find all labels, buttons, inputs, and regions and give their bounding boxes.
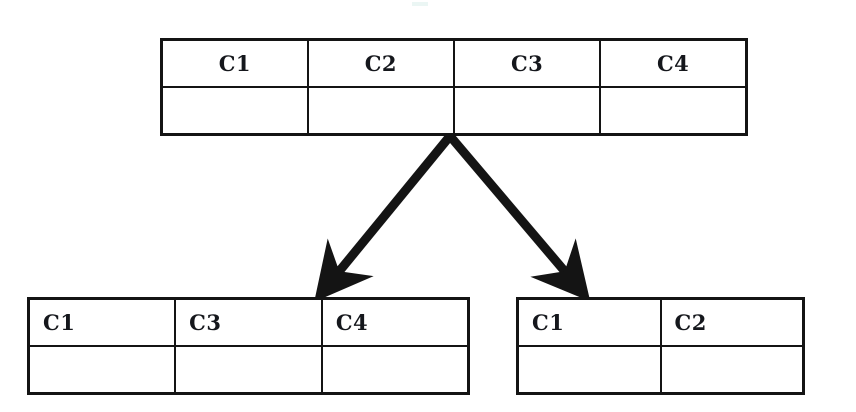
column-header-c3: C3 xyxy=(174,297,323,347)
column-header-c2: C2 xyxy=(306,38,456,88)
data-cell xyxy=(599,86,748,136)
data-cell xyxy=(452,86,602,136)
column-header-c4: C4 xyxy=(320,297,470,347)
data-cell xyxy=(27,345,177,395)
data-cell xyxy=(160,86,309,136)
table-row: C1 C3 C4 xyxy=(27,297,470,347)
table-row xyxy=(516,345,805,395)
table-row xyxy=(160,86,748,136)
column-header-c1: C1 xyxy=(27,297,177,347)
column-header-c1: C1 xyxy=(160,38,309,88)
table-row: C1 C2 xyxy=(516,297,805,347)
scan-artifact xyxy=(412,2,428,6)
column-header-c2: C2 xyxy=(659,297,805,347)
table-row: C1 C2 C3 C4 xyxy=(160,38,748,88)
data-cell xyxy=(659,345,805,395)
data-cell xyxy=(306,86,456,136)
column-header-c4: C4 xyxy=(599,38,748,88)
arrow-to-right-table xyxy=(446,133,591,302)
data-cell xyxy=(320,345,470,395)
table-row xyxy=(27,345,470,395)
source-table: C1 C2 C3 C4 xyxy=(160,38,748,136)
column-header-c1: C1 xyxy=(516,297,662,347)
data-cell xyxy=(516,345,662,395)
data-cell xyxy=(174,345,323,395)
arrow-to-left-table xyxy=(314,133,454,302)
result-table-left: C1 C3 C4 xyxy=(27,297,470,395)
column-header-c3: C3 xyxy=(452,38,602,88)
result-table-right: C1 C2 xyxy=(516,297,805,395)
